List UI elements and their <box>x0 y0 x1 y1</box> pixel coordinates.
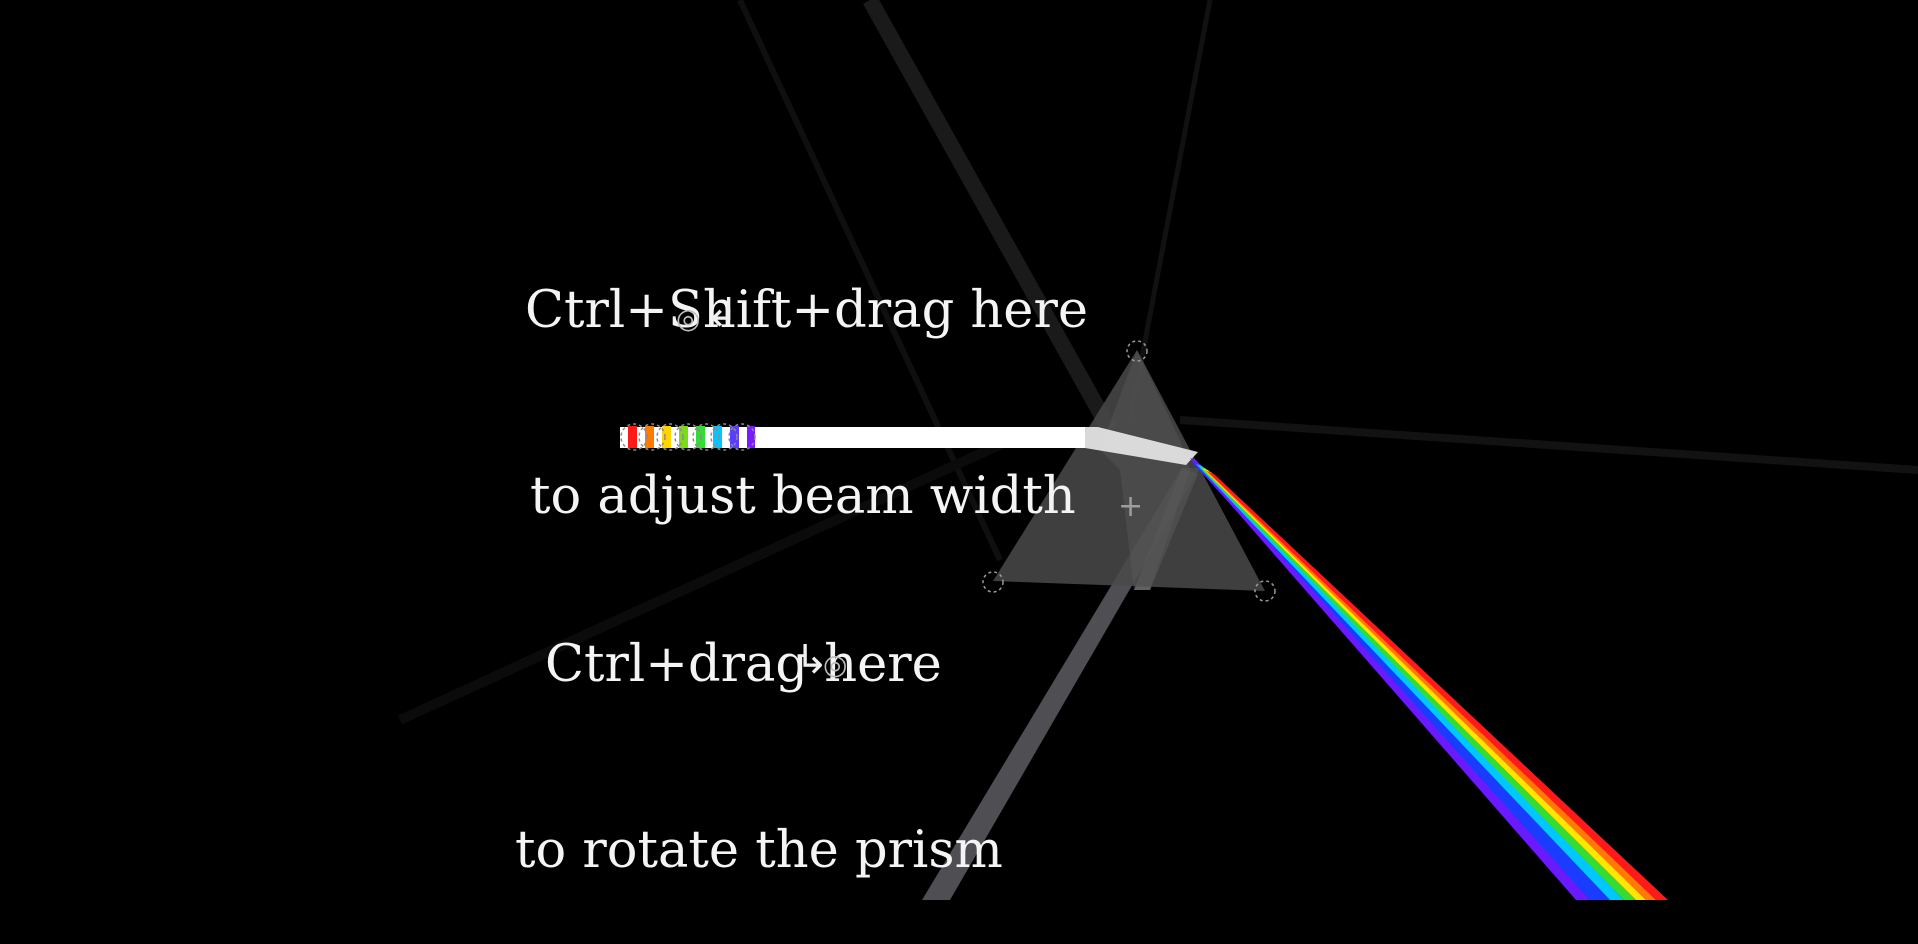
faint-rays <box>397 0 1918 725</box>
rotate-hint-line1: Ctrl+drag here <box>545 635 942 694</box>
beam-handle[interactable] <box>638 423 666 451</box>
prism-vertex-handle-right[interactable] <box>1254 580 1276 602</box>
spectrum-rays <box>1190 458 1668 900</box>
beam-handle[interactable] <box>656 423 684 451</box>
arrow-return-right-icon: ↳ <box>795 637 829 683</box>
rotate-hint: Ctrl+drag here to rotate the prism <box>515 510 1003 944</box>
prism-vertex-handle-left[interactable] <box>982 571 1004 593</box>
beam-width-hint-line2: to adjust beam width <box>530 467 1076 526</box>
beam-handle[interactable] <box>692 423 720 451</box>
prism-vertex-handle-top[interactable] <box>1126 340 1148 362</box>
prism[interactable] <box>993 350 1265 591</box>
arrow-return-left-icon: ↲ <box>705 290 739 336</box>
prism-inner-shade <box>1100 350 1190 590</box>
beam-handle[interactable] <box>710 423 738 451</box>
crosshair-icon[interactable]: + <box>1118 489 1144 524</box>
target-icon: ◎ <box>676 302 701 335</box>
prism-scene[interactable] <box>0 0 1918 900</box>
beam-handle[interactable] <box>620 423 648 451</box>
rotate-hint-line2: to rotate the prism <box>515 821 1003 880</box>
beam-width-hint-line1: Ctrl+Shift+drag here <box>525 281 1089 340</box>
target-icon: ◎ <box>823 648 848 681</box>
beam-width-hint: Ctrl+Shift+drag here to adjust beam widt… <box>525 156 1088 590</box>
beam-handle[interactable] <box>674 423 702 451</box>
beam-handle[interactable] <box>728 423 756 451</box>
light-source[interactable] <box>620 423 756 451</box>
